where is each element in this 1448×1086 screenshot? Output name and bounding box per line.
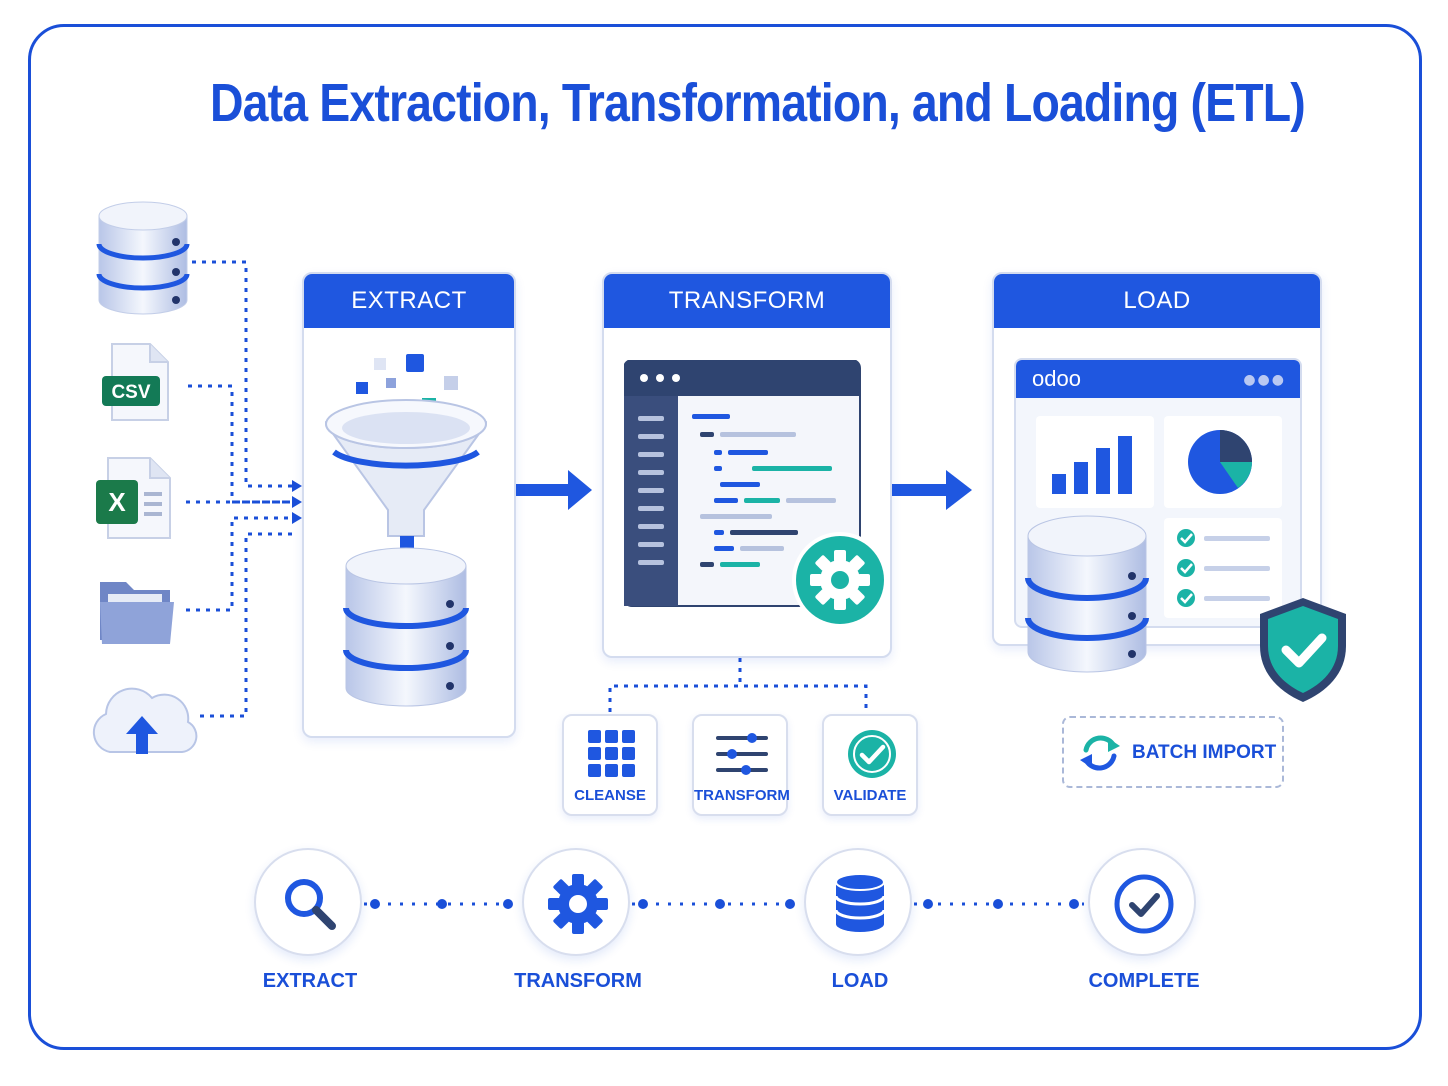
extract-panel: EXTRACT <box>302 272 516 738</box>
validate-step-card: VALIDATE <box>822 714 918 816</box>
app-name: odoo <box>1032 366 1081 391</box>
step-transform-label: TRANSFORM <box>514 970 642 992</box>
bar-chart-widget <box>1036 416 1154 508</box>
database-icon <box>834 873 886 932</box>
extract-panel-header: EXTRACT <box>304 274 514 328</box>
transform-step-card: TRANSFORM <box>692 714 790 816</box>
csv-file-icon: CSV <box>100 342 172 426</box>
batch-import-box: BATCH IMPORT <box>1062 716 1284 788</box>
gear-icon <box>548 874 608 934</box>
code-editor-window <box>624 360 861 607</box>
folder-icon <box>98 574 176 650</box>
gear-icon <box>792 532 888 628</box>
batch-import-label: BATCH IMPORT <box>1132 742 1277 763</box>
step-load-circle <box>804 848 912 956</box>
cloud-upload-icon <box>88 680 200 760</box>
step-load-label: LOAD <box>831 970 889 992</box>
step-extract-label: EXTRACT <box>262 970 358 992</box>
excel-file-icon: X <box>94 456 174 544</box>
database-icon <box>1025 515 1149 673</box>
database-icon <box>96 196 190 326</box>
step-complete-label: COMPLETE <box>1088 970 1200 992</box>
step-transform-circle <box>522 848 630 956</box>
transform-panel-header: TRANSFORM <box>604 274 890 328</box>
step-extract-circle <box>254 848 362 956</box>
cleanse-step-card: CLEANSE <box>562 714 658 816</box>
excel-badge: X <box>108 487 126 517</box>
sliders-icon <box>716 733 768 775</box>
transform-panel: TRANSFORM <box>602 272 892 658</box>
checklist-widget <box>1164 518 1282 618</box>
window-dots-icon: ●●● <box>1243 372 1286 388</box>
grid-icon <box>588 730 635 777</box>
check-circle-icon <box>848 730 896 778</box>
validate-label: VALIDATE <box>833 787 907 804</box>
csv-badge: CSV <box>111 382 150 403</box>
step-complete-circle <box>1088 848 1196 956</box>
funnel-database-icon <box>324 354 488 707</box>
diagram-title: Data Extraction, Transformation, and Loa… <box>210 73 1306 133</box>
check-circle-icon <box>1114 874 1174 934</box>
pie-chart-widget <box>1164 416 1282 508</box>
sync-icon <box>1080 735 1120 771</box>
search-icon <box>285 879 336 930</box>
load-panel: LOAD odoo ●●● <box>992 272 1322 646</box>
transform-label: TRANSFORM <box>694 787 790 804</box>
shield-check-icon <box>1260 598 1346 702</box>
cleanse-label: CLEANSE <box>574 787 646 804</box>
load-panel-header: LOAD <box>994 274 1320 328</box>
